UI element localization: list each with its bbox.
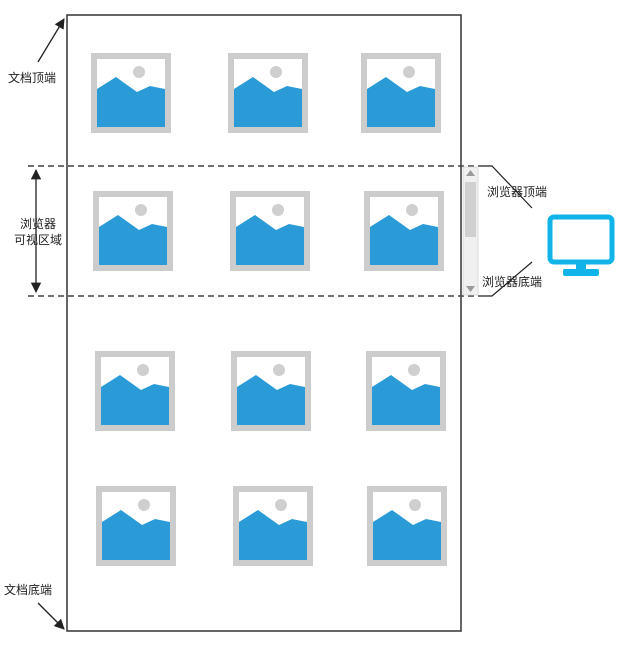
image-placeholder-icon <box>364 191 444 271</box>
image-placeholder-icon <box>231 351 311 431</box>
image-placeholder-icon <box>233 486 313 566</box>
document-bottom-arrow <box>37 602 65 630</box>
browser-top-label: 浏览器顶端 <box>487 185 548 199</box>
image-placeholder-icon <box>228 53 308 133</box>
document-top-label: 文档顶端 <box>8 71 57 85</box>
monitor-icon <box>547 214 615 276</box>
image-placeholder-icon <box>367 486 447 566</box>
document-bottom-label: 文档底端 <box>4 583 53 597</box>
image-grid <box>91 53 447 566</box>
browser-bottom-label: 浏览器底端 <box>482 275 543 289</box>
image-placeholder-icon <box>230 191 310 271</box>
image-placeholder-icon <box>95 351 175 431</box>
viewport-label: 浏览器 可视区域 <box>8 216 68 248</box>
image-placeholder-icon <box>366 351 446 431</box>
scroll-up-icon[interactable] <box>466 170 475 176</box>
scroll-down-icon[interactable] <box>466 286 475 292</box>
image-placeholder-icon <box>93 191 173 271</box>
image-placeholder-icon <box>96 486 176 566</box>
browser-top-pointer <box>484 165 533 209</box>
browser-bottom-pointer <box>484 261 533 297</box>
scrollbar[interactable] <box>462 166 479 296</box>
viewport-label-line2: 可视区域 <box>13 233 62 247</box>
image-placeholder-icon <box>91 53 171 133</box>
document-top-arrow <box>37 18 65 63</box>
scrollbar-thumb[interactable] <box>465 182 476 237</box>
viewport-label-line1: 浏览器 <box>19 217 56 231</box>
image-placeholder-icon <box>361 53 441 133</box>
